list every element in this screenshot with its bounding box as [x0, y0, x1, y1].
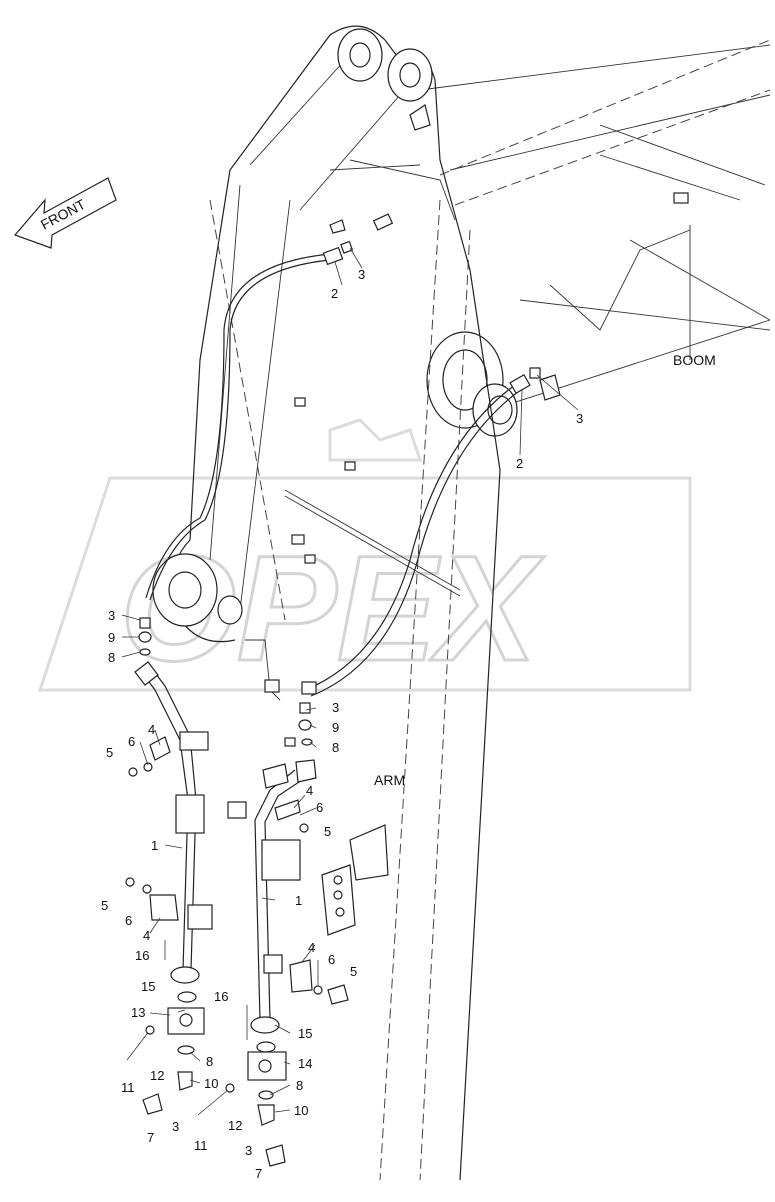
callout-left-12: 12 — [150, 1068, 164, 1083]
callout-left-16: 16 — [135, 948, 149, 963]
callout-left-3a: 3 — [108, 608, 115, 623]
left-lower-pipe — [125, 617, 213, 1115]
callout-2-upper-left: 2 — [331, 286, 338, 301]
callout-right-3b: 3 — [245, 1143, 252, 1158]
callout-right-5a: 5 — [324, 824, 331, 839]
boom-label: BOOM — [673, 352, 716, 368]
callout-left-6a: 6 — [128, 734, 135, 749]
callout-right-12: 12 — [228, 1118, 242, 1133]
callout-left-1: 1 — [151, 838, 158, 853]
right-lower-pipe — [197, 702, 389, 1167]
callout-right-9: 9 — [332, 720, 339, 735]
callout-left-7: 7 — [147, 1130, 154, 1145]
callout-left-11b: 11 — [194, 1138, 208, 1153]
callout-right-4b: 4 — [308, 940, 315, 955]
callout-left-5b: 5 — [101, 898, 108, 913]
callout-2-upper-right: 2 — [516, 456, 523, 471]
right-upper-hose — [301, 367, 561, 697]
arm-label: ARM — [374, 772, 405, 788]
boom-structure — [419, 39, 771, 437]
callout-left-15: 15 — [141, 979, 155, 994]
callout-right-8b: 8 — [296, 1078, 303, 1093]
callout-left-3b: 3 — [172, 1119, 179, 1134]
callout-right-4a: 4 — [306, 783, 313, 798]
callout-right-5b: 5 — [350, 964, 357, 979]
callout-right-14: 14 — [298, 1056, 312, 1071]
callout-right-8a: 8 — [332, 740, 339, 755]
callout-left-4a: 4 — [148, 722, 155, 737]
callout-left-10: 10 — [204, 1076, 218, 1091]
front-direction-arrow: FRONT — [13, 177, 117, 249]
callout-right-3a: 3 — [332, 700, 339, 715]
callout-right-16: 16 — [214, 989, 228, 1004]
callout-right-10: 10 — [294, 1103, 308, 1118]
callout-right-6a: 6 — [316, 800, 323, 815]
arm-structure — [152, 25, 501, 1181]
callout-3-upper-right: 3 — [576, 411, 583, 426]
callout-3-upper-left: 3 — [358, 267, 365, 282]
callout-left-8a: 8 — [108, 650, 115, 665]
callout-left-5a: 5 — [106, 745, 113, 760]
watermark-text: OPEX — [120, 524, 545, 692]
callout-left-6b: 6 — [125, 913, 132, 928]
callout-left-8b: 8 — [206, 1054, 213, 1069]
watermark: OPEX — [37, 418, 692, 694]
callout-right-1: 1 — [295, 893, 302, 908]
callout-left-4b: 4 — [143, 928, 150, 943]
callout-left-13: 13 — [131, 1005, 145, 1020]
callout-left-9: 9 — [108, 630, 115, 645]
callout-right-7: 7 — [255, 1166, 262, 1181]
callout-right-15: 15 — [298, 1026, 312, 1041]
left-upper-hose — [145, 213, 394, 601]
leader-lines — [121, 247, 579, 1113]
callout-right-6b: 6 — [328, 952, 335, 967]
callout-left-11a: 11 — [121, 1080, 135, 1095]
callout-labels: 2 3 2 3 3 9 8 4 6 5 1 5 6 4 16 15 13 8 1… — [101, 267, 583, 1181]
